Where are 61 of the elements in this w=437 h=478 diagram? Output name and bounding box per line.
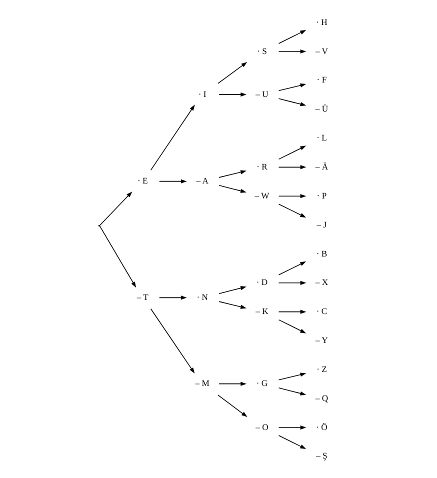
node-text: · R [256, 160, 268, 171]
arrow [218, 286, 246, 294]
node-text: – M [195, 378, 210, 388]
arrow [278, 260, 306, 275]
node-text: · I [198, 88, 206, 98]
node-text: – W [254, 190, 270, 200]
node-text: · N [196, 291, 208, 302]
arrow [278, 309, 306, 314]
node-point [98, 224, 100, 226]
arrow [278, 145, 306, 160]
arrow [150, 308, 195, 374]
arrow [278, 48, 306, 54]
node-text: · E [137, 175, 148, 186]
node-text: – T [136, 291, 148, 302]
arrow [278, 387, 306, 395]
arrow [218, 381, 247, 386]
arrow [158, 178, 187, 183]
arrow [278, 424, 306, 430]
node-text: · B [316, 248, 328, 258]
node-text: – A [196, 175, 208, 186]
node-text: · S [257, 45, 267, 56]
arrow [278, 164, 306, 169]
arrow [278, 82, 306, 91]
node-text: – V [315, 45, 328, 56]
node-text: · Ö [316, 421, 328, 432]
arrow [218, 61, 248, 84]
arrow [218, 170, 246, 178]
node-text: · F [316, 74, 327, 84]
node-text: – U [256, 88, 268, 98]
node-text: · L [316, 132, 327, 142]
node-text: · Z [316, 363, 327, 374]
node-text: · G [256, 378, 268, 388]
node-text: – Ş [316, 450, 328, 460]
arrow [150, 104, 195, 170]
arrow [158, 295, 187, 300]
node-text: · C [316, 306, 328, 316]
arrow [278, 194, 306, 198]
arrow [278, 280, 306, 284]
node-text: – X [315, 276, 328, 287]
arrow [278, 29, 306, 44]
node-text: – Ü [315, 103, 328, 114]
arrow [99, 224, 136, 288]
arrow [218, 300, 246, 308]
node-text: – Y [316, 334, 328, 345]
arrow [218, 184, 246, 192]
arrow [218, 92, 247, 96]
node-text: – O [256, 421, 268, 432]
node-text: – K [256, 306, 268, 316]
node-text: – Q [315, 392, 328, 402]
arrow [278, 98, 306, 106]
arrow [278, 372, 306, 380]
node-text: · P [316, 190, 327, 200]
arrow [278, 434, 306, 449]
arrow [278, 203, 306, 218]
node-text: · H [316, 16, 328, 26]
node-text: · D [256, 276, 268, 287]
arrow [278, 318, 306, 333]
node-text: – J [316, 218, 327, 229]
arrow [218, 394, 248, 417]
arrow [99, 191, 132, 226]
node-text: – Ä [315, 160, 328, 171]
